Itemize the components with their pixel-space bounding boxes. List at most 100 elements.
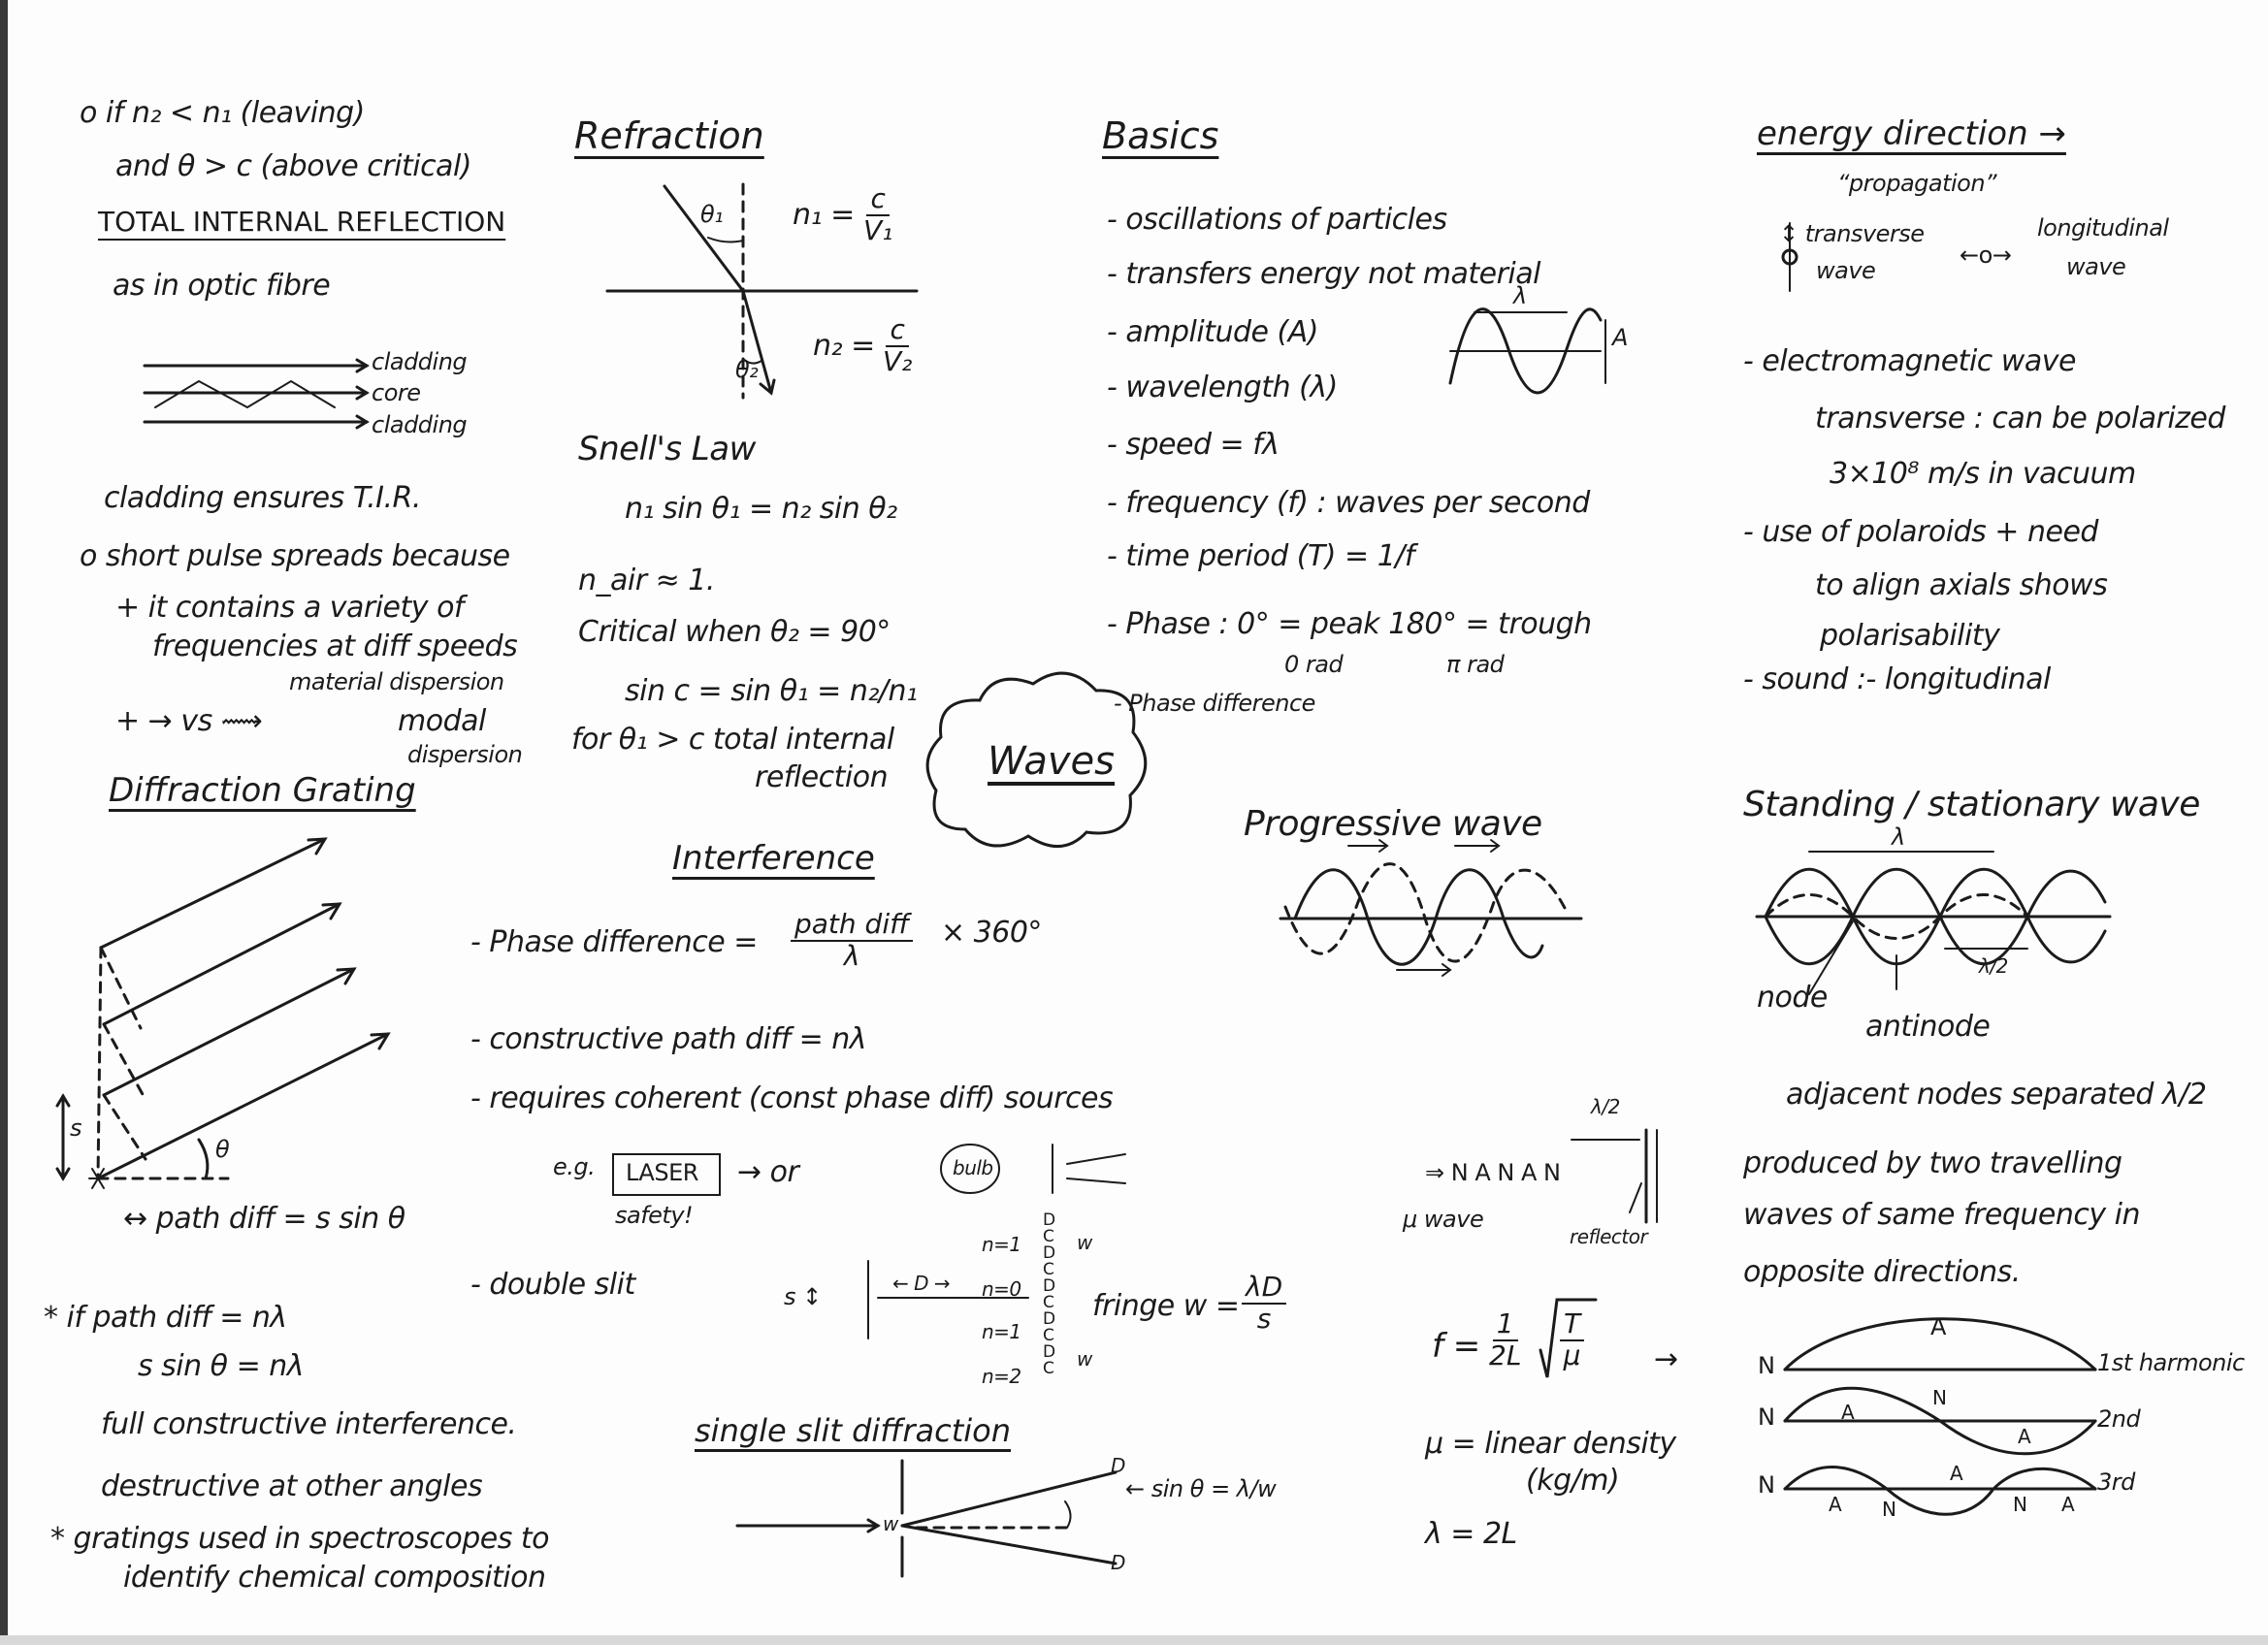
snell-heading: Snell's Law bbox=[578, 430, 756, 468]
grating-constructive: full constructive interference. bbox=[101, 1407, 517, 1441]
diffraction-grating-heading: Diffraction Grating bbox=[109, 771, 416, 810]
constructive-condition: - constructive path diff = nλ bbox=[470, 1022, 867, 1056]
bulb-label: bulb bbox=[953, 1156, 993, 1179]
laser-and-bulb-sketch bbox=[612, 1144, 1126, 1196]
reason-variety: + it contains a variety of bbox=[115, 591, 464, 625]
em-wave: - electromagnetic wave bbox=[1743, 344, 2076, 378]
standing-lambda: λ bbox=[1892, 823, 1905, 851]
interference-heading: Interference bbox=[672, 839, 875, 878]
fringe-mark: D bbox=[1043, 1243, 1056, 1263]
reflector-diagram bbox=[1571, 1128, 1658, 1224]
grating-path-diff: ↔ path diff = s sin θ bbox=[123, 1202, 405, 1236]
adjacent-nodes: adjacent nodes separated λ/2 bbox=[1786, 1078, 2207, 1112]
theta1-label: θ₁ bbox=[700, 201, 724, 228]
screen-distance-label: ← D → bbox=[892, 1272, 951, 1295]
waves-cloud bbox=[925, 671, 1148, 849]
transverse-label: ↕ transverse bbox=[1779, 220, 1925, 247]
standing-half-lambda: λ/2 bbox=[1979, 954, 2008, 978]
harmonics-diagram bbox=[1783, 1317, 2097, 1516]
phase-diff-rhs: × 360° bbox=[941, 916, 1042, 950]
n2-den: V₂ bbox=[883, 344, 913, 377]
critical-angle: Critical when θ₂ = 90° bbox=[578, 615, 891, 649]
longitudinal-wave-label: wave bbox=[2066, 253, 2126, 280]
grating-destructive: destructive at other angles bbox=[101, 1469, 483, 1503]
propagation-label: “propagation” bbox=[1837, 170, 1997, 197]
waves-title: Waves bbox=[988, 739, 1115, 784]
phase-den: λ bbox=[843, 939, 860, 972]
fringe-width-label: w bbox=[1077, 1347, 1092, 1371]
first-harmonic: 1st harmonic bbox=[2097, 1349, 2245, 1376]
optic-fibre-text: as in optic fibre bbox=[113, 269, 331, 303]
harmonic-antinode: A bbox=[2061, 1493, 2075, 1516]
theta2-label: θ₂ bbox=[735, 356, 759, 383]
progressive-wave-heading: Progressive wave bbox=[1244, 804, 1542, 844]
fringe-mark: D bbox=[1043, 1342, 1056, 1362]
order-label: n=0 bbox=[982, 1277, 1021, 1301]
single-slit-equation: ← sin θ = λ/w bbox=[1125, 1475, 1277, 1502]
fringe-mark: C bbox=[1043, 1293, 1054, 1312]
tir-reflection: reflection bbox=[755, 760, 889, 794]
linear-density-unit: (kg/m) bbox=[1526, 1464, 1620, 1498]
double-slit-diagram bbox=[867, 1260, 1029, 1339]
produced-line-1: produced by two travelling bbox=[1743, 1146, 2122, 1180]
standing-wave-heading: Standing / stationary wave bbox=[1743, 785, 2200, 824]
em-transverse: transverse : can be polarized bbox=[1815, 402, 2225, 435]
single-slit-heading: single slit diffraction bbox=[695, 1412, 1012, 1449]
or-label: → or bbox=[737, 1155, 799, 1189]
wave-type-arrows bbox=[1781, 222, 1798, 292]
basics-item: - Phase : 0° = peak 180° = trough bbox=[1107, 607, 1592, 641]
basics-item: - amplitude (A) bbox=[1107, 315, 1318, 349]
freq-num: 1 bbox=[1492, 1308, 1518, 1341]
root-num: T bbox=[1560, 1308, 1585, 1341]
dispersion-label: dispersion bbox=[407, 741, 523, 768]
grating-spectroscope: * gratings used in spectroscopes to bbox=[50, 1522, 550, 1556]
produced-line-2: waves of same frequency in bbox=[1743, 1198, 2141, 1232]
transverse-wave-label: wave bbox=[1816, 257, 1876, 284]
third-harmonic: 3rd bbox=[2097, 1468, 2135, 1496]
tir-condition-2: and θ > c (above critical) bbox=[115, 149, 471, 183]
polaroids: - use of polaroids + need bbox=[1743, 515, 2098, 549]
energy-direction-heading: energy direction → bbox=[1757, 114, 2066, 153]
harmonic-antinode: A bbox=[1930, 1313, 1946, 1340]
fringe-den: s bbox=[1256, 1302, 1272, 1335]
second-harmonic: 2nd bbox=[2097, 1405, 2141, 1433]
coherent-requirement: - requires coherent (const phase diff) s… bbox=[470, 1081, 1114, 1115]
grating-condition: * if path diff = nλ bbox=[44, 1301, 287, 1335]
standing-wave-diagram bbox=[1755, 851, 2112, 995]
harmonic-node: N bbox=[1758, 1352, 1775, 1379]
basics-item: - oscillations of particles bbox=[1107, 203, 1447, 237]
harmonic-antinode: A bbox=[1829, 1493, 1842, 1516]
diffraction-grating-diagram bbox=[55, 837, 391, 1189]
phase-diff-lhs: - Phase difference = bbox=[470, 925, 758, 959]
n-air: n_air ≈ 1. bbox=[578, 564, 715, 597]
longitudinal-label: longitudinal bbox=[2037, 214, 2169, 242]
pulse-spread-text: o short pulse spreads because bbox=[80, 539, 510, 573]
tir-condition: for θ₁ > c total internal bbox=[571, 723, 894, 757]
fringe-mark: C bbox=[1043, 1227, 1054, 1246]
sound-longitudinal: - sound :- longitudinal bbox=[1743, 662, 2051, 696]
node-label: node bbox=[1757, 981, 1828, 1015]
order-label: n=1 bbox=[982, 1233, 1021, 1256]
phase-num: path diff bbox=[791, 909, 914, 942]
grating-chemical: identify chemical composition bbox=[123, 1561, 546, 1595]
fibre-label-cladding-bottom: cladding bbox=[372, 411, 468, 438]
fringe-mark: D bbox=[1043, 1309, 1056, 1329]
root-den: μ bbox=[1563, 1339, 1581, 1371]
scan-edge bbox=[0, 0, 8, 1645]
freq-den: 2L bbox=[1489, 1339, 1522, 1371]
freq-lhs: f = bbox=[1432, 1327, 1480, 1366]
modal-label: modal bbox=[398, 704, 486, 738]
polaroids-align: to align axials shows bbox=[1815, 568, 2108, 602]
fringe-width-label: w bbox=[1077, 1231, 1092, 1254]
node-antinode-sequence: ⇒ N A N A N bbox=[1425, 1159, 1561, 1186]
half-wavelength-label: λ/2 bbox=[1591, 1095, 1620, 1118]
fringe-mark: C bbox=[1043, 1260, 1054, 1279]
fringe-mark: D bbox=[1043, 1210, 1056, 1230]
basics-item: - speed = fλ bbox=[1107, 428, 1280, 462]
slit-width-label: w bbox=[883, 1512, 898, 1535]
